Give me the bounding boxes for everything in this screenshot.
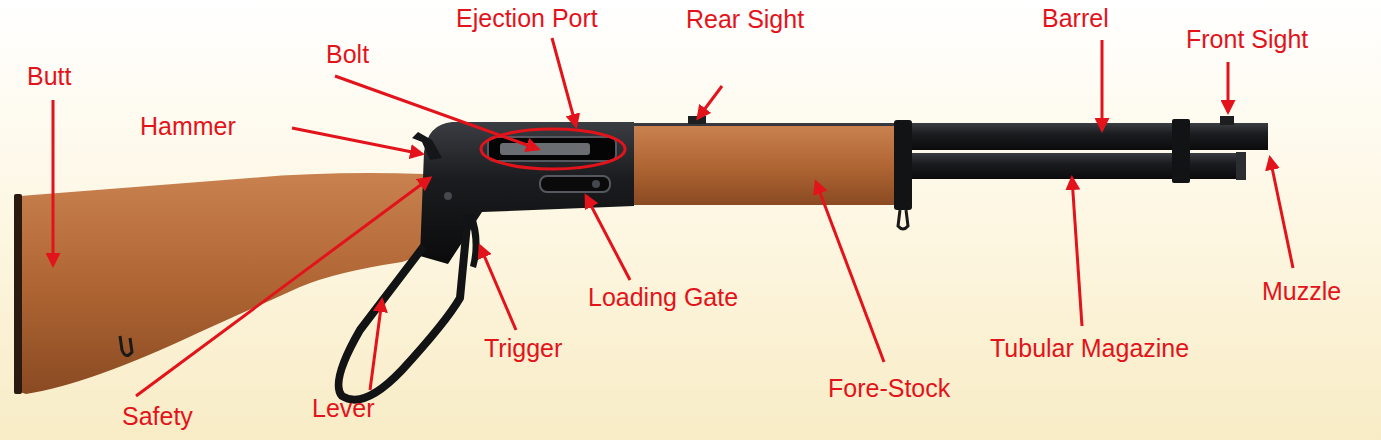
part-label: Rear Sight [686,5,804,34]
receiver-screw [444,192,452,200]
leader-arrow [816,182,884,362]
fore-stock [628,126,908,205]
ejection-port [488,137,616,161]
hammer [412,132,442,160]
part-label: Hammer [140,112,236,141]
leader-arrow [292,128,422,154]
leader-arrow [1101,40,1104,130]
part-label: Butt [27,62,71,91]
leader-lines [53,38,1293,396]
part-label: Lever [312,394,375,423]
leader-arrow [370,300,382,390]
part-label: Loading Gate [588,283,738,312]
part-label: Safety [122,402,193,431]
receiver [420,122,634,264]
bolt [500,143,590,155]
lever [339,214,468,400]
loading-gate [540,176,610,192]
butt-stock [20,173,438,394]
leader-arrow [698,86,722,118]
magazine-cap [1236,152,1246,180]
front-band [1172,119,1190,183]
part-label: Front Sight [1186,25,1308,54]
part-label: Trigger [484,334,562,363]
leader-arrow [1227,62,1230,112]
sling-swivel [120,336,132,356]
leader-arrow [480,246,516,330]
front-sight [1220,116,1234,125]
part-label: Ejection Port [456,4,598,33]
leader-arrow [136,178,430,396]
leader-arrow [52,100,55,265]
fore-band [894,120,912,210]
trigger [468,214,480,268]
part-label: Tubular Magazine [990,334,1189,363]
leader-arrow [586,196,630,280]
leader-arrow [552,38,576,126]
leader-arrow [335,76,538,149]
leader-arrow [1072,178,1082,326]
part-label: Muzzle [1262,277,1341,306]
leader-arrow [1270,158,1293,268]
butt-plate [14,194,22,394]
receiver-screw [592,180,600,188]
part-label: Bolt [326,40,369,69]
part-label: Fore-Stock [828,374,950,403]
part-label: Barrel [1042,4,1109,33]
fore-swivel [898,210,908,229]
